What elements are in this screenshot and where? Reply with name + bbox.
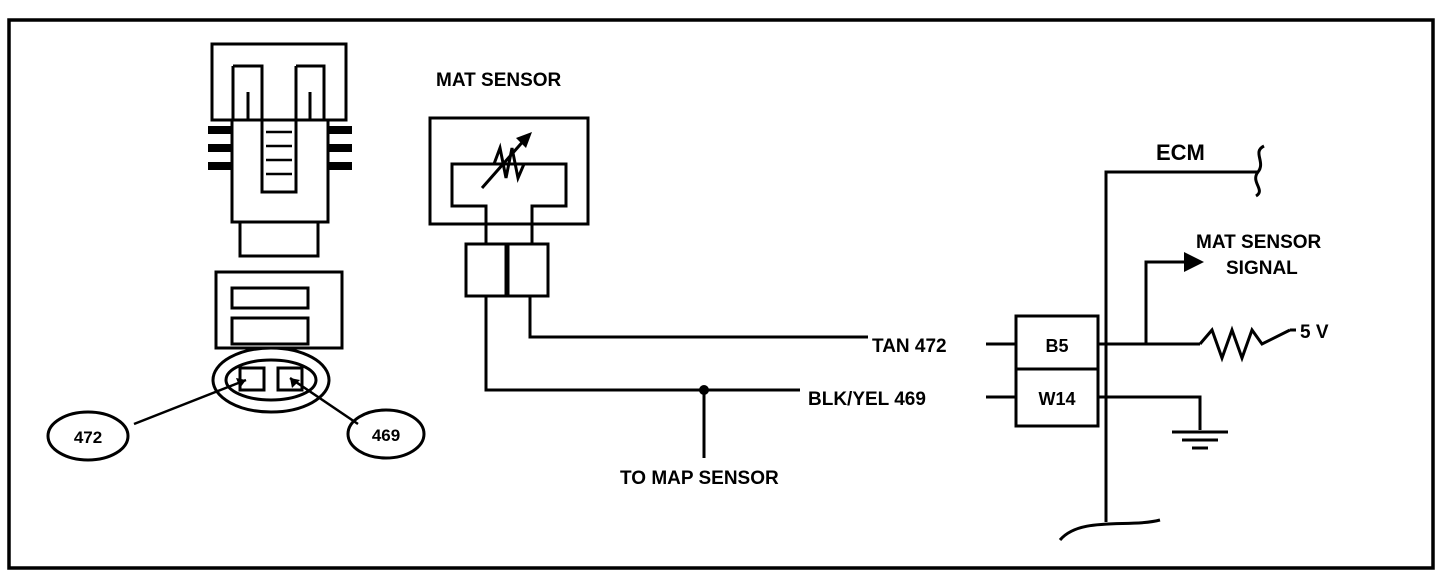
callout-472-label: 472 [74, 428, 102, 447]
pullup-resistor-icon [1198, 325, 1291, 363]
ecm-title: ECM [1156, 140, 1205, 165]
wire-blk-yel-label: BLK/YEL 469 [808, 389, 926, 410]
mat-sensor-title: MAT SENSOR [436, 70, 562, 91]
signal-arrow-icon [1184, 252, 1204, 272]
callout-469: 469 [346, 408, 426, 460]
ecm-pin-block: B5 W14 [1014, 314, 1100, 428]
terminal-472 [238, 366, 266, 392]
mat-sensor-body [428, 116, 590, 298]
callout-472: 472 [46, 410, 130, 462]
callout-leader-469 [289, 376, 359, 426]
connector-illustration [208, 42, 352, 414]
terminal-469 [276, 366, 304, 392]
thermistor-icon [492, 142, 526, 184]
ecm-boundary [1104, 170, 1258, 522]
callout-469-label: 469 [372, 426, 400, 445]
pin-w14-label: W14 [1038, 389, 1075, 409]
pin-b5-label: B5 [1045, 336, 1068, 356]
ground-icon [1172, 430, 1228, 450]
signal-label-line1: MAT SENSOR [1196, 232, 1322, 253]
wire-tan-472 [528, 296, 868, 339]
to-map-sensor-label: TO MAP SENSOR [620, 468, 779, 489]
callout-leader-472 [133, 378, 247, 426]
wire-blk-yel-469 [484, 296, 800, 392]
voltage-label: 5 V [1300, 322, 1329, 343]
wire-tan-label: TAN 472 [872, 336, 947, 357]
signal-label-line2: SIGNAL [1226, 258, 1298, 279]
diagram-frame [7, 18, 1435, 570]
